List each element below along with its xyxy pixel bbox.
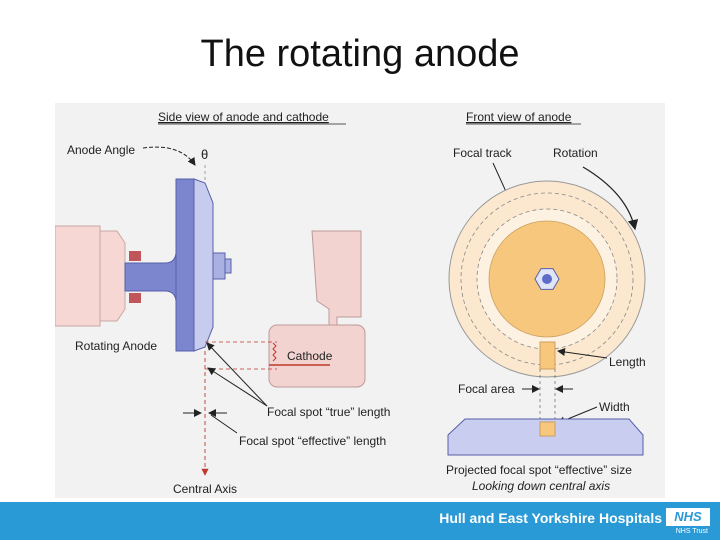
anode-angle-arrow [142,146,196,166]
filament-coil [272,342,277,362]
stator-winding-top [129,251,141,261]
nhs-logo: NHS [666,508,710,526]
cathode-label: Cathode [287,349,333,363]
anode-nut [212,252,226,280]
side-view-heading: Side view of anode and cathode [158,110,329,124]
looking-down-label: Looking down central axis [472,479,610,493]
true-length-leader-top [206,342,268,407]
front-view-heading: Front view of anode [466,110,572,124]
effective-length-label: Focal spot “effective” length [239,434,386,448]
rotating-anode-label: Rotating Anode [75,339,157,353]
focal-area-label: Focal area [458,382,515,396]
anode-bevel [193,178,214,352]
motor-housing [55,225,101,327]
stator [99,230,126,322]
slide-title: The rotating anode [200,33,520,75]
cathode-cup [268,324,366,388]
anode-diagram: Side view of anode and cathode Anode Ang… [55,103,665,498]
length-label: Length [609,355,646,369]
focal-area-spot [539,341,556,370]
anode-angle-label: Anode Angle [67,143,135,157]
rotation-label: Rotation [553,146,598,160]
true-length-label: Focal spot “true” length [267,405,390,419]
footer-organization: Hull and East Yorkshire Hospitals [439,510,662,526]
theta-symbol: θ [201,147,208,162]
footer-bar: Hull and East Yorkshire Hospitals NHS NH… [0,502,720,540]
rotation-arrow [582,166,639,231]
central-axis-label: Central Axis [173,482,237,496]
anode-disc [175,178,195,352]
true-length-leader-bottom [207,367,268,407]
projected-focal-spot [539,421,556,437]
projected-size-label: Projected focal spot “effective” size [446,463,632,477]
stator-winding-bottom [129,293,141,303]
hub-axle [542,274,552,284]
focal-track-label: Focal track [453,146,513,160]
effective-length-leader [210,414,238,434]
anode-nut-tip [224,258,232,274]
length-leader [557,348,608,359]
projection-plate [447,418,644,456]
footer-trust: NHS Trust [675,528,708,535]
width-label: Width [599,400,630,414]
